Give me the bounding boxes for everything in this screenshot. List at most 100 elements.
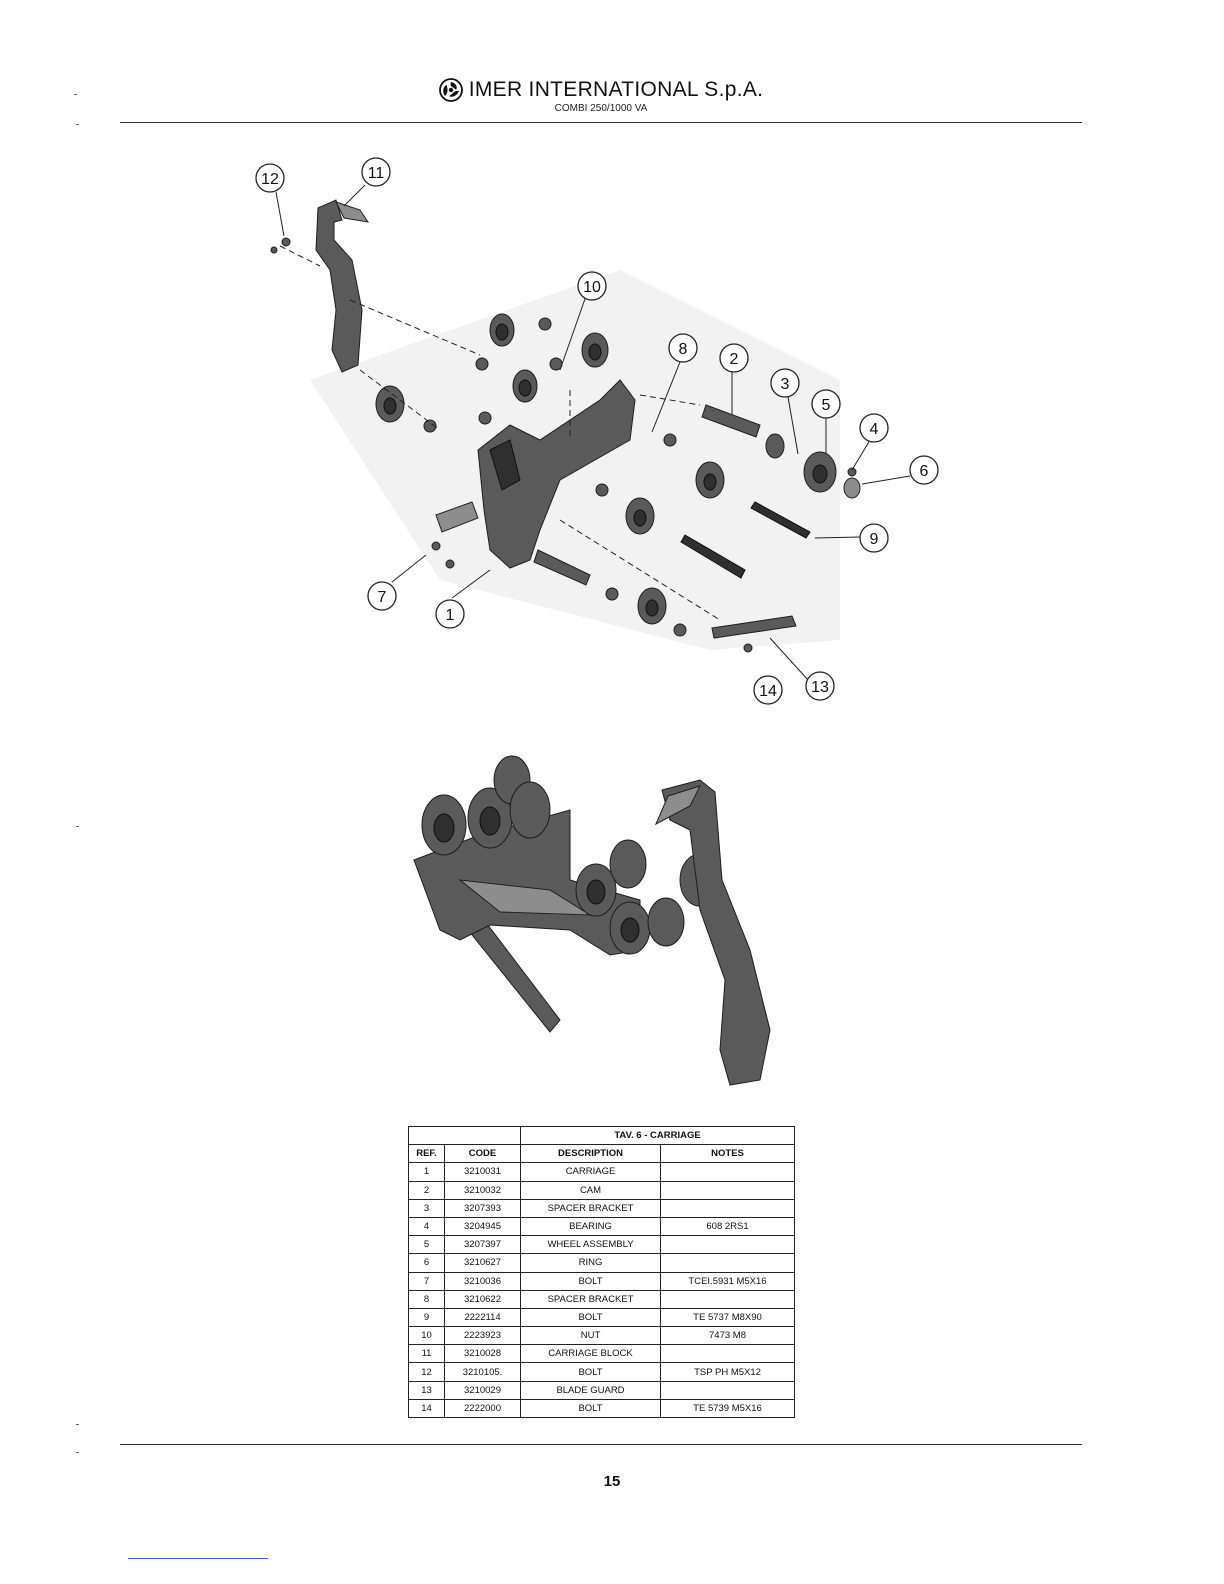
header-rule (120, 122, 1082, 123)
cell-description: BLADE GUARD (520, 1380, 661, 1400)
margin-tick (76, 124, 79, 125)
cell-ref: 4 (408, 1216, 445, 1237)
svg-text:1: 1 (446, 607, 455, 624)
callout-11: 11 (361, 157, 391, 187)
cell-notes (659, 1198, 796, 1218)
svg-text:14: 14 (759, 683, 777, 700)
column-header-description: DESCRIPTION (520, 1144, 661, 1164)
cell-description: WHEEL ASSEMBLY (520, 1235, 661, 1255)
model-name: COMBI 250/1000 VA (554, 103, 648, 114)
svg-text:9: 9 (870, 531, 879, 548)
column-header-notes: NOTES (659, 1144, 796, 1164)
cell-description: NUT (520, 1326, 661, 1346)
svg-text:12: 12 (261, 171, 279, 188)
callout-12: 12 (255, 163, 285, 193)
brand-name: IMER INTERNATIONAL S.p.A. (468, 78, 764, 101)
margin-tick (76, 1424, 79, 1425)
callout-8: 8 (668, 333, 698, 363)
svg-text:5: 5 (822, 397, 831, 414)
cell-description: CAM (520, 1180, 661, 1200)
assembled-view-drawing (413, 755, 771, 1086)
svg-text:10: 10 (583, 279, 601, 296)
cell-ref: 2 (408, 1180, 445, 1200)
cell-ref: 12 (408, 1362, 445, 1382)
cell-code: 3210032 (444, 1180, 521, 1200)
cell-code: 3207397 (444, 1235, 521, 1255)
callout-7: 7 (367, 581, 397, 611)
callout-9: 9 (859, 523, 889, 553)
svg-text:6: 6 (920, 463, 929, 480)
callout-1: 1 (435, 599, 465, 629)
cell-description: SPACER BRACKET (520, 1198, 661, 1218)
cell-notes (659, 1344, 796, 1364)
cell-notes (659, 1162, 796, 1182)
margin-tick (76, 1452, 79, 1453)
margin-tick (74, 94, 77, 95)
parts-table: TAV. 6 - CARRIAGE REF. CODE DESCRIPTION … (408, 1125, 796, 1419)
column-header-ref: REF. (408, 1144, 445, 1164)
imer-logo-icon (438, 78, 463, 102)
cell-notes: 608 2RS1 (659, 1216, 796, 1237)
cell-code: 3204945 (444, 1216, 521, 1237)
cell-code: 2222000 (444, 1398, 521, 1419)
page-header: IMER INTERNATIONAL S.p.A. COMBI 250/1000… (120, 78, 1082, 114)
margin-tick (76, 826, 79, 827)
callout-4: 4 (859, 413, 889, 443)
cell-description: BEARING (520, 1216, 661, 1237)
cell-description: SPACER BRACKET (520, 1289, 661, 1309)
cell-ref: 3 (408, 1198, 445, 1218)
cell-notes: TCEI.5931 M5X16 (659, 1271, 796, 1291)
cell-code: 3210029 (444, 1380, 521, 1400)
cell-code: 3207393 (444, 1198, 521, 1218)
svg-text:2: 2 (730, 351, 739, 368)
cell-notes (659, 1380, 796, 1400)
cell-description: BOLT (520, 1362, 661, 1382)
cell-description: RING (520, 1253, 661, 1273)
svg-text:8: 8 (679, 341, 688, 358)
callout-6: 6 (909, 455, 939, 485)
cell-notes (659, 1289, 796, 1309)
table-title-blank (408, 1125, 521, 1146)
table-title-row: TAV. 6 - CARRIAGE (408, 1125, 796, 1146)
column-header-code: CODE (444, 1144, 521, 1164)
cell-notes (659, 1180, 796, 1200)
cell-ref: 8 (408, 1289, 445, 1309)
cell-ref: 14 (408, 1398, 445, 1419)
callout-14: 14 (753, 675, 783, 705)
cell-notes: TE 5739 M5X16 (659, 1398, 796, 1419)
cell-ref: 13 (408, 1380, 445, 1400)
cell-description: BOLT (520, 1271, 661, 1291)
cell-ref: 9 (408, 1307, 445, 1328)
right-wheels (595, 433, 861, 637)
cell-notes (659, 1235, 796, 1255)
cell-code: 3210028 (444, 1344, 521, 1364)
cell-notes: TSP PH M5X12 (659, 1362, 796, 1382)
cell-description: CARRIAGE BLOCK (520, 1344, 661, 1364)
callout-2: 2 (719, 343, 749, 373)
brand-row: IMER INTERNATIONAL S.p.A. (120, 78, 1082, 102)
cell-code: 3210105. (444, 1362, 521, 1382)
cell-ref: 1 (408, 1162, 445, 1182)
callout-5: 5 (811, 389, 841, 419)
cell-code: 3210031 (444, 1162, 521, 1182)
callout-13: 13 (805, 671, 835, 701)
cell-code: 2222114 (444, 1307, 521, 1328)
svg-text:11: 11 (368, 165, 385, 182)
cell-description: BOLT (520, 1307, 661, 1328)
cell-description: CARRIAGE (520, 1162, 661, 1182)
cell-code: 3210627 (444, 1253, 521, 1273)
footer-link-underline (128, 1558, 268, 1559)
cell-ref: 5 (408, 1235, 445, 1255)
cell-notes: 7473 M8 (659, 1326, 796, 1346)
